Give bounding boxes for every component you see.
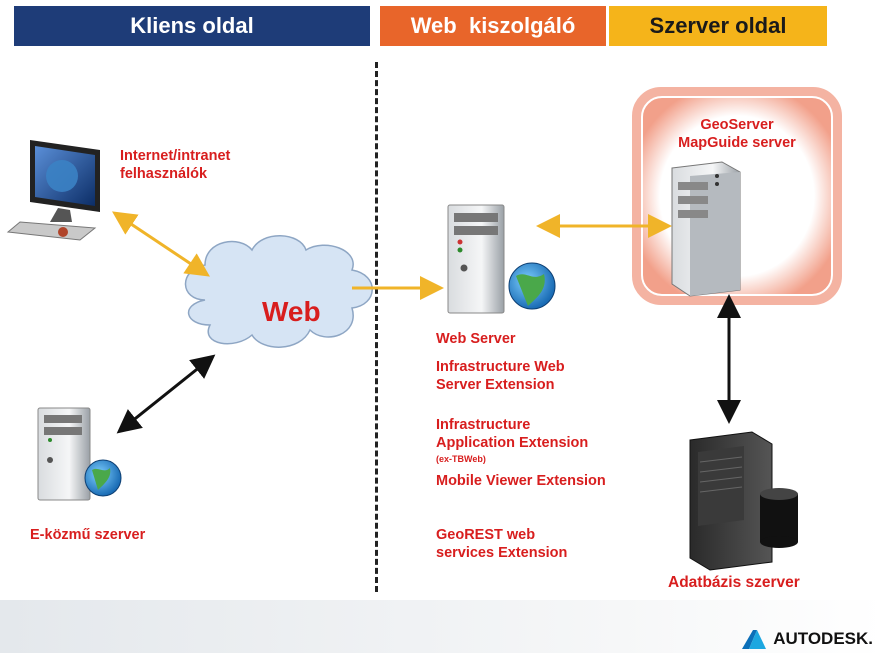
diagram-graphics [6,87,842,571]
arrow-users-to-web [112,211,210,277]
label-infra-web-ext: Infrastructure Web Server Extension [436,359,565,393]
autodesk-triangle-icon [742,630,767,649]
label-web: Web [262,296,321,327]
cloud-icon [184,235,373,348]
label-mobile-viewer: Mobile Viewer Extension [436,473,606,489]
label-web-server: Web Server [436,331,516,347]
autodesk-logo: AUTODESK. [741,628,873,650]
autodesk-logo-text: AUTODESK. [773,629,873,648]
footer-bar [0,600,885,653]
header-server-side: Szerver oldal [609,6,827,46]
geoserver-tower-icon [671,161,741,297]
arrow-ekozmu-to-web [116,354,216,434]
database-server-icon [689,431,798,571]
label-internet-users: Internet/intranet felhasználók [120,148,231,182]
label-db-server: Adatbázis szerver [668,574,800,591]
label-infra-app-ext: Infrastructure Application Extension [436,417,589,451]
ekozmu-server-icon [37,407,122,501]
header-client-side: Kliens oldal [14,6,370,46]
label-ekozmu-server: E-közmű szerver [30,527,146,543]
dashed-divider [375,62,378,592]
monitor-icon [6,140,100,241]
label-geoserver-mapguide: GeoServer MapGuide server [678,117,796,151]
label-georest: GeoREST web services Extension [436,527,568,561]
web-server-icon [447,204,556,314]
label-ex-tbweb: (ex-TBWeb) [436,454,486,464]
header-web-server: Web kiszolgáló [380,6,606,46]
